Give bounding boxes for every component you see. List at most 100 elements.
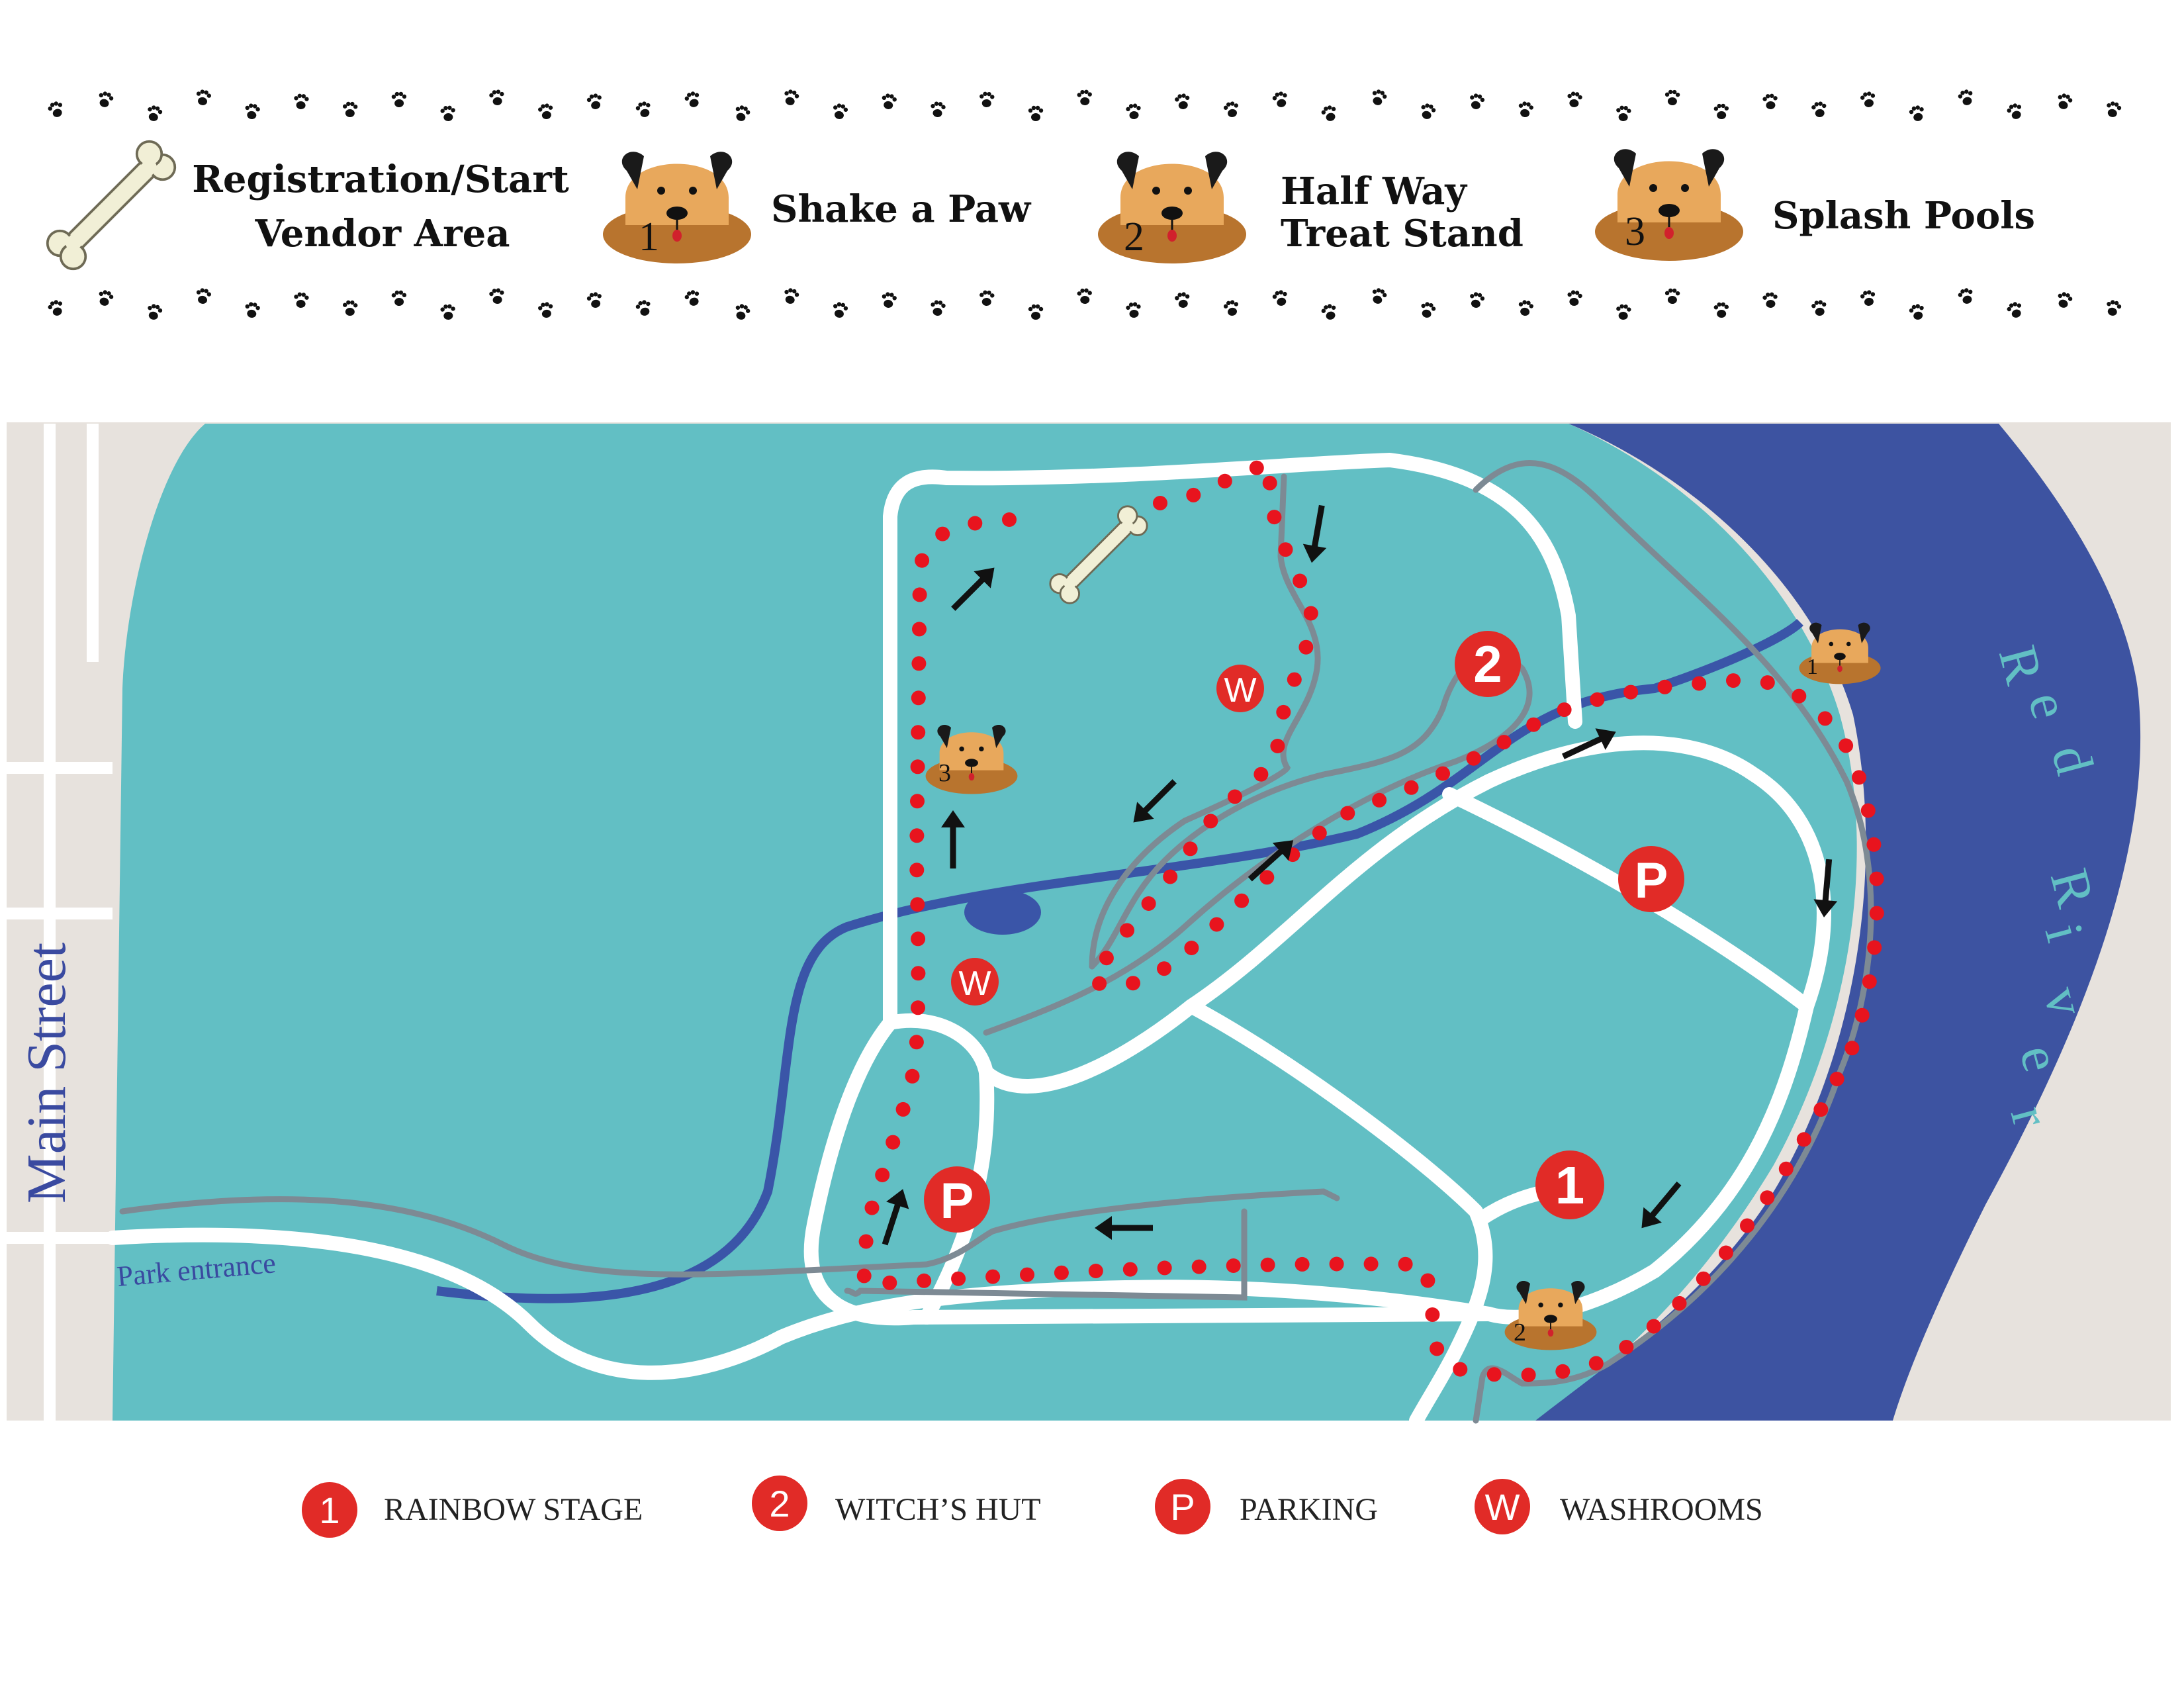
paw-print-icon [1517, 101, 1535, 118]
route-dot [909, 828, 925, 843]
paw-print-icon [439, 105, 456, 122]
paw-print-icon [1174, 93, 1191, 111]
route-dot [935, 526, 950, 541]
route-dot [895, 1102, 911, 1117]
route-dot [1590, 692, 1605, 707]
route-dot [1203, 814, 1218, 829]
paw-print-icon [782, 287, 800, 306]
paw-print-icon [46, 298, 66, 318]
map-dog-3-number: 3 [938, 759, 951, 787]
walk-route [856, 460, 1884, 1382]
route-dot [1126, 976, 1140, 991]
hut-2-number: 2 [1473, 635, 1502, 693]
washroom-marker-2-letter: W [958, 964, 991, 1003]
paw-print-icon [1713, 103, 1729, 120]
route-dot [1227, 789, 1242, 804]
paw-print-icon [1566, 91, 1583, 109]
route-dot [1276, 704, 1291, 720]
legend-label: WITCH’S HUT [835, 1492, 1041, 1527]
paw-print-icon [1664, 89, 1680, 106]
paw-print-icon [342, 300, 358, 316]
route-dot [1184, 941, 1199, 955]
legend-label: RAINBOW STAGE [384, 1492, 643, 1527]
route-dot [858, 1234, 874, 1249]
washroom-marker-1: W [1216, 665, 1264, 712]
map-dog-2-number: 2 [1514, 1319, 1526, 1346]
paw-print-icon [537, 301, 555, 319]
paw-print-icon [96, 90, 115, 109]
route-dot [875, 1168, 890, 1182]
route-dot [1191, 1259, 1206, 1274]
route-dot [1398, 1256, 1413, 1272]
route-dot [1657, 679, 1672, 694]
paw-print-icon [1028, 105, 1044, 121]
gray-trail-3 [1089, 473, 1321, 970]
route-dot [1293, 573, 1308, 588]
route-direction-arrow [1133, 779, 1177, 823]
route-direction-arrow [951, 567, 995, 611]
paw-print-icon [1369, 87, 1388, 108]
top-legend: Registration/Start Vendor Area 1 Shake a… [46, 87, 2122, 322]
paw-print-icon [145, 104, 163, 123]
paw-border-top [46, 87, 2122, 123]
route-direction-arrow [1813, 859, 1838, 917]
route-dot [911, 725, 926, 740]
route-dot [1054, 1265, 1069, 1280]
paw-print-icon [586, 92, 604, 111]
route-dot [1186, 487, 1201, 502]
route-direction-arrow [1302, 504, 1327, 563]
route-dot [1692, 676, 1707, 691]
route-dot [1854, 1008, 1870, 1023]
route-dot [1183, 841, 1198, 857]
route-dot [1588, 1356, 1604, 1371]
route-dot [1209, 917, 1224, 932]
route-direction-arrow [1248, 840, 1294, 882]
paw-print-icon [880, 291, 897, 309]
route-dot [1303, 606, 1318, 621]
paw-print-icon [1077, 288, 1093, 305]
route-dot [912, 622, 927, 637]
paw-print-icon [683, 288, 703, 308]
route-dot [1555, 1364, 1570, 1379]
route-dot [1329, 1256, 1344, 1272]
hut-2-marker: 2 [1455, 631, 1521, 697]
paw-print-icon [1859, 90, 1878, 109]
paw-print-icon [244, 301, 261, 319]
route-dot [1646, 1319, 1661, 1334]
route-dot [1496, 735, 1512, 750]
parking-marker-1-letter: P [1635, 853, 1668, 909]
paw-print-icon [2005, 101, 2025, 122]
paw-print-icon [1664, 288, 1680, 305]
paw-print-icon [1028, 304, 1044, 320]
station3-dog-icon [1594, 148, 1745, 262]
route-dot [909, 863, 925, 878]
paw-print-icon [1320, 103, 1340, 123]
registration-label-line1: Registration/Start [192, 158, 569, 201]
washroom-marker-2: W [951, 958, 999, 1006]
paw-print-icon [732, 103, 752, 123]
paw-print-icon [1222, 299, 1241, 318]
paw-print-icon [293, 93, 310, 110]
route-dot [1760, 1190, 1775, 1205]
route-dot [910, 794, 925, 809]
paw-print-icon [1713, 302, 1729, 318]
paw-print-icon [293, 291, 310, 308]
route-dot [1267, 510, 1282, 525]
paw-print-icon [145, 303, 163, 322]
paw-print-icon [1369, 286, 1388, 306]
paw-print-icon [1174, 291, 1191, 309]
paw-print-icon [1811, 299, 1828, 317]
route-dot [911, 1000, 925, 1015]
route-dot [1002, 512, 1017, 527]
route-dot [856, 1268, 872, 1284]
legend-label: WASHROOMS [1560, 1492, 1763, 1527]
route-dot [1363, 1256, 1379, 1272]
station3-number: 3 [1625, 209, 1645, 254]
route-dot [1557, 702, 1572, 718]
paw-print-icon [194, 88, 212, 107]
route-dot [1163, 869, 1178, 884]
streets [7, 424, 113, 1421]
route-dot [886, 1135, 901, 1150]
legend-symbol: 1 [319, 1489, 340, 1531]
route-dot [1672, 1295, 1687, 1311]
